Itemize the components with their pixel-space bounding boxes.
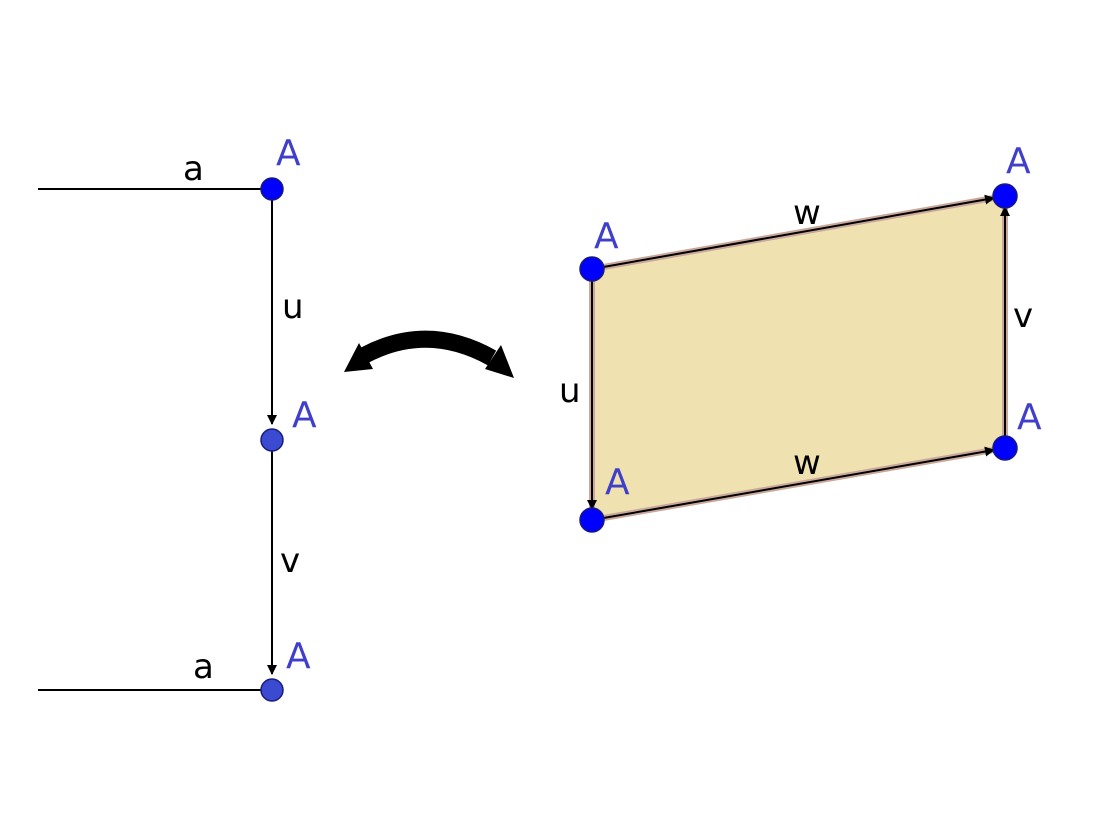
point-bottom-label: A (286, 636, 311, 677)
point-bottom-right-label: A (1017, 397, 1042, 438)
edge-v-label: v (280, 541, 300, 581)
point-top-right-label: A (1006, 141, 1031, 182)
point-middle[interactable] (260, 428, 284, 452)
edge-v-label: v (1013, 296, 1033, 336)
edge-w-bottom-line (591, 446, 995, 521)
point-bottom-left-label: A (605, 462, 630, 503)
point-bottom[interactable] (260, 678, 284, 702)
edge-u-label: u (282, 287, 304, 327)
right-polygon: w u v w A A A A (559, 141, 1042, 533)
point-top-label: A (276, 133, 301, 174)
point-top-right[interactable] (992, 183, 1018, 209)
edge-a-bottom-label: a (193, 647, 214, 687)
edge-a-top-label: a (183, 149, 204, 189)
edge-w-bottom-label: w (793, 443, 821, 483)
point-top-left[interactable] (579, 256, 605, 282)
point-bottom-right[interactable] (992, 435, 1018, 461)
double-headed-curved-arrow-icon (344, 330, 514, 378)
edge-w-top-line (591, 194, 995, 270)
point-top[interactable] (260, 177, 284, 201)
point-top-left-label: A (594, 216, 619, 257)
edge-u-label: u (559, 371, 581, 411)
edge-w-top-label: w (793, 193, 821, 233)
point-middle-label: A (292, 395, 317, 436)
left-graph: a u v a A A A (38, 133, 317, 702)
point-bottom-left[interactable] (579, 507, 605, 533)
